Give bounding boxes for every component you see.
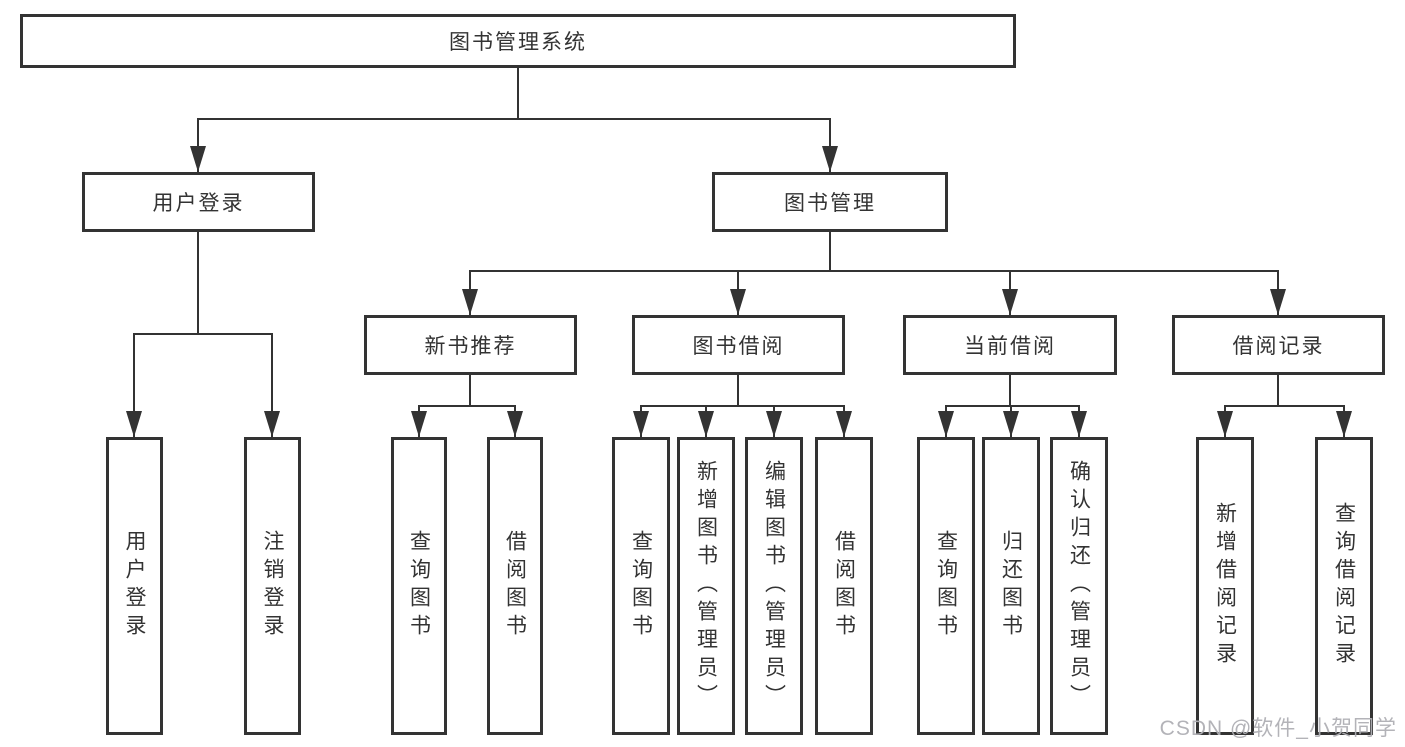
leaf-label: 归还图书 <box>999 530 1023 642</box>
node-book-management: 图书管理 <box>712 172 948 232</box>
connector-rec-stem <box>469 375 471 407</box>
leaf-label: 确认归还（管理员） <box>1067 460 1091 712</box>
connector-arrow-book-borrow <box>730 270 746 315</box>
connector-arrow-book-management <box>822 118 838 172</box>
leaf-label: 查询图书 <box>629 530 653 642</box>
connector-arrow-borrow-query <box>633 405 649 437</box>
connector-records-stem <box>1277 375 1279 407</box>
connector-borrow-stem <box>737 375 739 407</box>
leaf-label: 借阅图书 <box>503 530 527 642</box>
connector-arrow-borrow-add <box>698 405 714 437</box>
connector-arrow-current-confirm <box>1071 405 1087 437</box>
connector-arrow-borrow-edit <box>766 405 782 437</box>
connector-records-bar <box>1224 405 1345 407</box>
node-user-login: 用户登录 <box>82 172 315 232</box>
node-label: 图书借阅 <box>692 335 785 358</box>
node-current-borrowing: 当前借阅 <box>903 315 1117 375</box>
node-label: 借阅记录 <box>1232 335 1325 358</box>
connector-mgmt-bar <box>469 270 1279 272</box>
connector-arrow-user-login <box>190 118 206 172</box>
node-label: 当前借阅 <box>964 335 1056 358</box>
leaf-label: 借阅图书 <box>832 530 856 642</box>
connector-arrow-current-return <box>1003 405 1019 437</box>
connector-arrow-records-query <box>1336 405 1352 437</box>
connector-arrow-leaf-logout <box>264 333 280 437</box>
leaf-label: 查询图书 <box>407 530 431 642</box>
leaf-label: 查询借阅记录 <box>1332 502 1356 670</box>
connector-mgmt-stem <box>829 232 831 272</box>
node-label: 用户登录 <box>152 192 245 215</box>
connector-root-stem <box>517 68 519 120</box>
leaf-current-query-books: 查询图书 <box>917 437 975 735</box>
leaf-borrow-query-books: 查询图书 <box>612 437 670 735</box>
connector-arrow-borrow-borrow <box>836 405 852 437</box>
connector-rec-bar <box>418 405 516 407</box>
connector-arrow-current-borrow <box>1002 270 1018 315</box>
node-book-borrowing: 图书借阅 <box>632 315 845 375</box>
leaf-label: 用户登录 <box>123 530 146 642</box>
csdn-watermark: CSDN @软件_小贺同学 <box>1159 717 1397 740</box>
leaf-label: 新增借阅记录 <box>1213 502 1237 670</box>
node-label: 图书管理系统 <box>449 31 587 54</box>
leaf-current-confirm-return-admin: 确认归还（管理员） <box>1050 437 1108 735</box>
node-borrowing-records: 借阅记录 <box>1172 315 1385 375</box>
leaf-rec-borrow-books: 借阅图书 <box>487 437 543 735</box>
leaf-label: 新增图书（管理员） <box>694 460 718 712</box>
connector-current-bar <box>945 405 1080 407</box>
leaf-label: 查询图书 <box>934 530 958 642</box>
connector-root-bar <box>197 118 831 120</box>
leaf-label: 注销登录 <box>261 530 284 642</box>
connector-login-stem <box>197 232 199 335</box>
connector-arrow-borrow-records <box>1270 270 1286 315</box>
node-new-book-recommendation: 新书推荐 <box>364 315 577 375</box>
leaf-logout: 注销登录 <box>244 437 301 735</box>
node-label: 图书管理 <box>784 192 876 215</box>
leaf-records-query-record: 查询借阅记录 <box>1315 437 1373 735</box>
leaf-rec-query-books: 查询图书 <box>391 437 447 735</box>
leaf-user-login: 用户登录 <box>106 437 163 735</box>
connector-arrow-current-query <box>938 405 954 437</box>
node-library-management-system: 图书管理系统 <box>20 14 1016 68</box>
leaf-label: 编辑图书（管理员） <box>762 460 786 712</box>
connector-arrow-rec-query <box>411 405 427 437</box>
connector-arrow-leaf-login <box>126 333 142 437</box>
connector-current-stem <box>1009 375 1011 407</box>
connector-borrow-bar <box>640 405 845 407</box>
leaf-borrow-add-books-admin: 新增图书（管理员） <box>677 437 735 735</box>
leaf-borrow-borrow-books: 借阅图书 <box>815 437 873 735</box>
leaf-current-return-books: 归还图书 <box>982 437 1040 735</box>
leaf-records-add-record: 新增借阅记录 <box>1196 437 1254 735</box>
connector-arrow-records-add <box>1217 405 1233 437</box>
connector-login-bar <box>133 333 273 335</box>
node-label: 新书推荐 <box>424 335 517 358</box>
leaf-borrow-edit-books-admin: 编辑图书（管理员） <box>745 437 803 735</box>
connector-arrow-new-book <box>462 270 478 315</box>
connector-arrow-rec-borrow <box>507 405 523 437</box>
